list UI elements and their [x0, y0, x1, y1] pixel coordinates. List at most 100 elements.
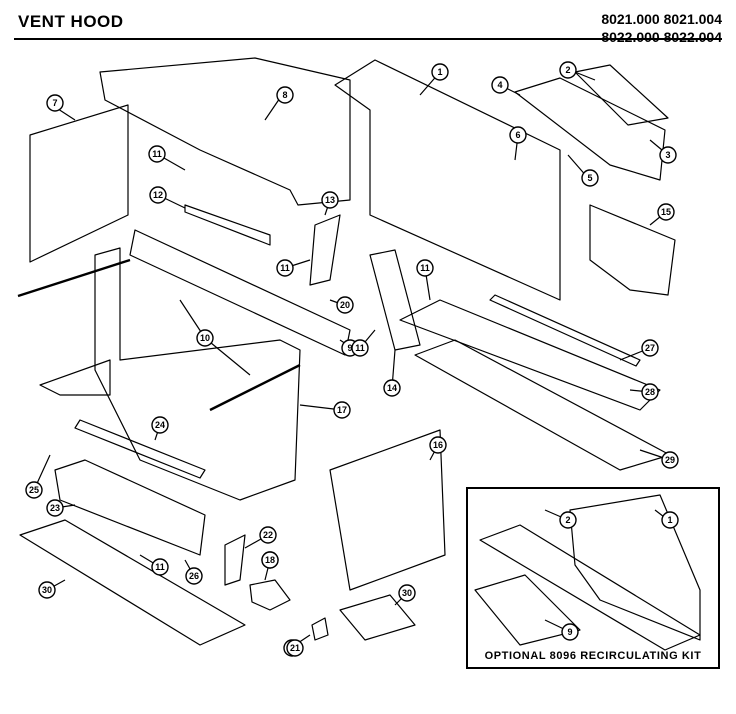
- callout-circle: [657, 203, 675, 221]
- kit-part-tray: [474, 574, 581, 646]
- part-clip-21: [311, 617, 329, 641]
- callout-28: 28: [641, 383, 659, 401]
- callout-circle: [151, 416, 169, 434]
- callout-2: 2: [559, 61, 577, 79]
- callout-circle: [351, 339, 369, 357]
- callout-circle: [641, 383, 659, 401]
- callout-number: 11: [420, 263, 430, 273]
- part-bar-24: [74, 419, 206, 479]
- callout-22: 22: [259, 526, 277, 544]
- callout-21: 21: [286, 639, 304, 657]
- callout-12: 12: [149, 186, 167, 204]
- callout-circle: [561, 623, 579, 641]
- part-duct-collar: [574, 64, 669, 126]
- callout-circle: [336, 296, 354, 314]
- callout-number: 4: [497, 80, 502, 90]
- callout-circle: [509, 126, 527, 144]
- callout-number: 11: [355, 343, 365, 353]
- part-rod-lower: [209, 363, 301, 412]
- callout-circle: [559, 511, 577, 529]
- callout-circle: [261, 551, 279, 569]
- part-rod-upper: [17, 258, 131, 298]
- callout-11: 11: [276, 259, 294, 277]
- callout-circle: [661, 451, 679, 469]
- callout-number: 11: [155, 562, 165, 572]
- callout-3: 3: [659, 146, 677, 164]
- callout-circle: [661, 511, 679, 529]
- callout-number: 2: [565, 65, 570, 75]
- model-line-2: 8022.000 8022.004: [601, 29, 722, 45]
- part-main-body: [334, 59, 561, 301]
- callout-circle: [148, 145, 166, 163]
- callout-6: 6: [509, 126, 527, 144]
- callout-circle: [659, 146, 677, 164]
- part-wedge-14: [369, 249, 421, 351]
- callout-number: 2: [565, 515, 570, 525]
- callout-number: 29: [665, 455, 675, 465]
- callout-7: 7: [46, 94, 64, 112]
- diagram-title: VENT HOOD: [18, 12, 124, 31]
- callout-circle: [46, 94, 64, 112]
- callout-24: 24: [151, 416, 169, 434]
- callout-number: 9: [567, 627, 572, 637]
- part-duct-plate: [514, 77, 666, 181]
- callout-number: 7: [52, 98, 57, 108]
- callout-number: 16: [433, 440, 443, 450]
- callout-circle: [25, 481, 43, 499]
- callout-number: 12: [153, 190, 163, 200]
- callout-number: 1: [667, 515, 672, 525]
- title-underline: [14, 38, 722, 40]
- callout-circle: [38, 581, 56, 599]
- callout-circle: [46, 499, 64, 517]
- callout-circle: [431, 63, 449, 81]
- callout-11: 11: [351, 339, 369, 357]
- callout-number: 8: [282, 90, 287, 100]
- part-panel-16: [329, 429, 446, 591]
- callout-circle: [398, 584, 416, 602]
- callout-23: 23: [46, 499, 64, 517]
- callout-26: 26: [185, 567, 203, 585]
- callout-number: 15: [661, 207, 671, 217]
- part-front-frame: [129, 229, 351, 356]
- recirculating-kit-box: [466, 487, 720, 669]
- part-motor-18: [249, 579, 291, 611]
- callout-number: 1: [437, 67, 442, 77]
- callout-number: 9: [347, 343, 352, 353]
- part-top-cover: [99, 57, 351, 206]
- kit-part-filter: [479, 524, 701, 651]
- callout-number: 10: [200, 333, 210, 343]
- callout-circle: [286, 639, 304, 657]
- callout-13: 13: [321, 191, 339, 209]
- callout-circle: [383, 379, 401, 397]
- callout-15: 15: [657, 203, 675, 221]
- part-bracket-22: [224, 534, 246, 586]
- callout-25: 25: [25, 481, 43, 499]
- callout-number: 13: [325, 195, 335, 205]
- part-bracket-13: [309, 214, 341, 286]
- callout-number: 22: [263, 530, 273, 540]
- callout-14: 14: [383, 379, 401, 397]
- callout-circle: [491, 76, 509, 94]
- model-numbers: 8021.000 8021.004 8022.000 8022.004: [601, 10, 722, 46]
- callout-number: 26: [189, 571, 199, 581]
- recirculating-kit-label: OPTIONAL 8096 RECIRCULATING KIT: [484, 650, 702, 662]
- callout-number: 28: [645, 387, 655, 397]
- part-label-card: [339, 594, 416, 641]
- callout-10: 10: [196, 329, 214, 347]
- callout-number: 14: [387, 383, 397, 393]
- callout-number: 6: [515, 130, 520, 140]
- callout-number: 11: [152, 149, 162, 159]
- callout-number: 18: [265, 555, 275, 565]
- callout-30: 30: [398, 584, 416, 602]
- callout-layer: 1234567891011121314151617181920212223242…: [25, 61, 679, 657]
- callout-16: 16: [429, 436, 447, 454]
- callout-20: 20: [336, 296, 354, 314]
- model-line-1: 8021.000 8021.004: [601, 11, 722, 27]
- callout-number: 25: [29, 485, 39, 495]
- callout-circle: [321, 191, 339, 209]
- callout-1: 1: [431, 63, 449, 81]
- part-bottom-plate: [19, 519, 246, 646]
- callout-18: 18: [261, 551, 279, 569]
- part-side-panel: [29, 104, 129, 263]
